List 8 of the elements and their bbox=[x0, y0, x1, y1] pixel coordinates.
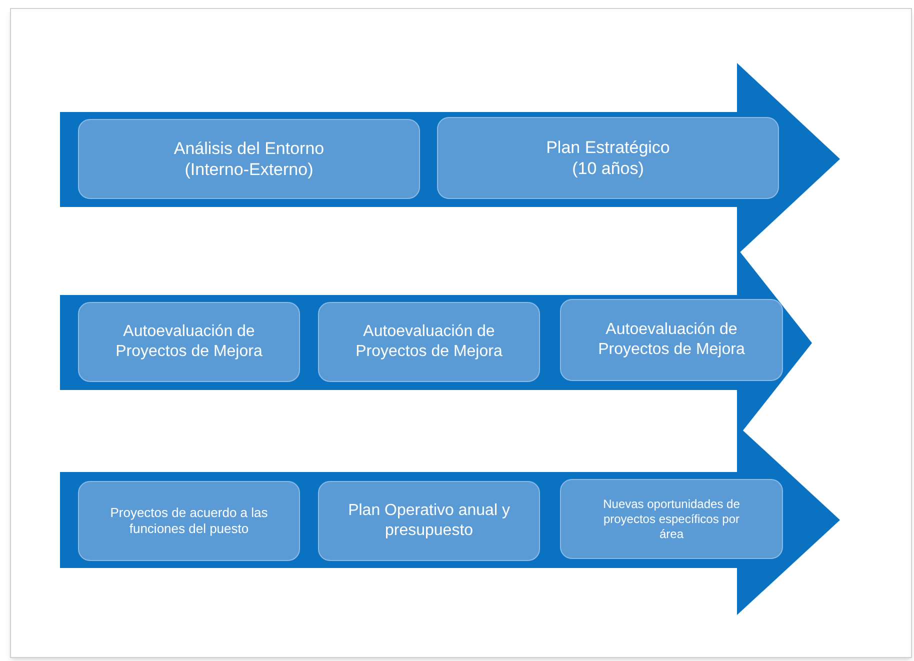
process-box: Proyectos de acuerdo a las funciones del puesto bbox=[78, 481, 300, 561]
process-box: Análisis del Entorno (Interno-Externo) bbox=[78, 119, 420, 199]
process-box: Plan Operativo anual y presupuesto bbox=[318, 481, 540, 561]
process-box: Autoevaluación de Proyectos de Mejora bbox=[78, 302, 300, 382]
process-box: Autoevaluación de Proyectos de Mejora bbox=[318, 302, 540, 382]
process-box: Autoevaluación de Proyectos de Mejora bbox=[560, 299, 783, 381]
process-box: Plan Estratégico (10 años) bbox=[437, 117, 779, 199]
process-box: Nuevas oportunidades de proyectos específicos por área bbox=[560, 479, 783, 559]
